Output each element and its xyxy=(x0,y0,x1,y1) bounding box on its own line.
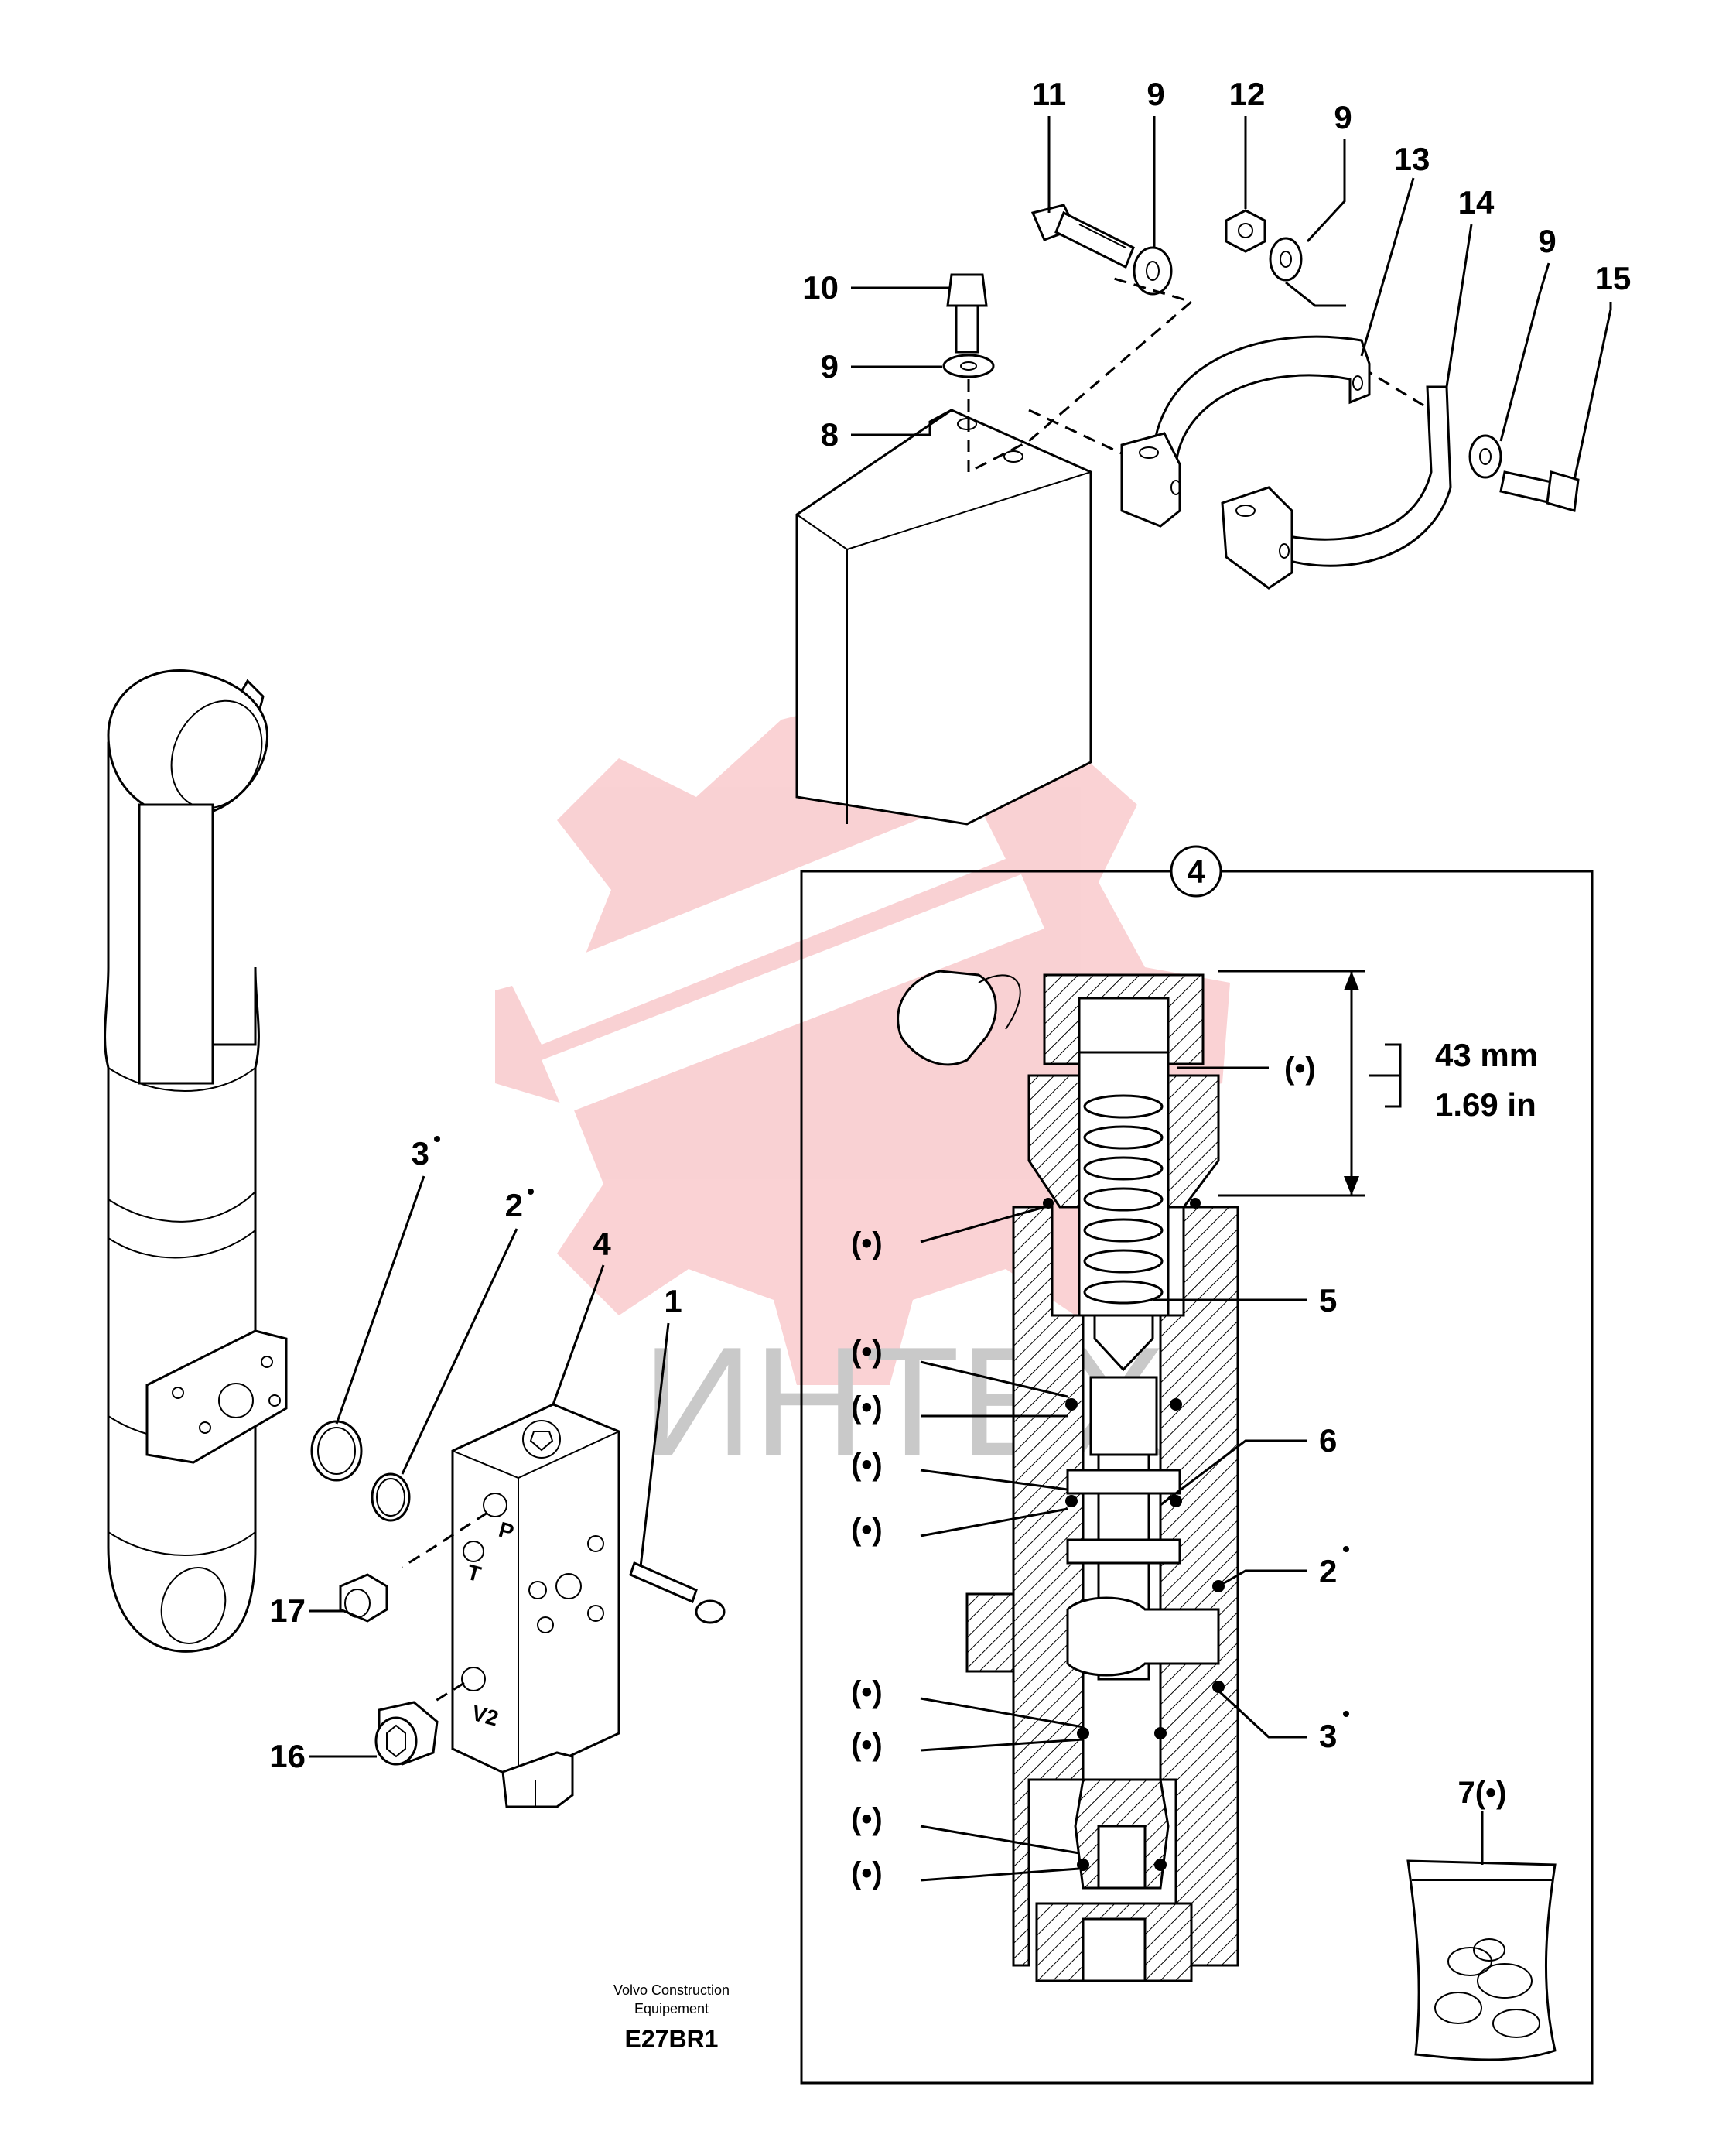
callout-7: 7(•) xyxy=(1458,1776,1507,1810)
callout-9d: 9 xyxy=(821,348,839,385)
clamp-13 xyxy=(1120,335,1371,528)
detail-4-badge xyxy=(1170,845,1222,898)
washer-9d xyxy=(942,354,995,378)
bolt-11 xyxy=(1030,204,1135,269)
nut-12 xyxy=(1225,209,1266,253)
seal-mark-2: (•) xyxy=(851,1226,883,1260)
o-ring-2 xyxy=(371,1472,411,1522)
plug-17 xyxy=(339,1573,388,1623)
callout-9c: 9 xyxy=(1538,223,1556,259)
callout-3: 3 xyxy=(412,1135,429,1171)
drawing-code: E27BR1 xyxy=(625,2025,719,2053)
callout-2-detail: 2 xyxy=(1319,1553,1337,1589)
maker-line-2: Equipement xyxy=(634,2001,709,2016)
seal-mark-8: (•) xyxy=(851,1728,883,1762)
callout-14: 14 xyxy=(1458,184,1495,221)
callout-5: 5 xyxy=(1319,1282,1337,1319)
callout-10: 10 xyxy=(802,269,839,306)
seal-mark-10: (•) xyxy=(851,1856,883,1890)
clamp-14 xyxy=(1221,385,1452,590)
washer-9c xyxy=(1468,434,1502,479)
washer-9a xyxy=(1133,246,1173,296)
callout-11: 11 xyxy=(1032,76,1066,112)
valve-block-4 xyxy=(451,1403,620,1808)
callout-4: 4 xyxy=(593,1226,611,1262)
callout-17: 17 xyxy=(269,1592,306,1629)
callout-16: 16 xyxy=(269,1738,306,1774)
seal-mark-1: (•) xyxy=(1284,1052,1316,1086)
watermark-text: ИНТЕХ xyxy=(642,1315,1166,1488)
plug-16 xyxy=(374,1701,439,1766)
seal-mark-7: (•) xyxy=(851,1675,883,1709)
callout-3-detail: 3 xyxy=(1319,1718,1337,1754)
seal-mark-6: (•) xyxy=(851,1513,883,1547)
callout-8: 8 xyxy=(821,416,839,453)
seal-mark-9: (•) xyxy=(851,1802,883,1836)
o-ring-3 xyxy=(310,1420,363,1482)
callout-13: 13 xyxy=(1394,141,1430,177)
callout-9b: 9 xyxy=(1334,99,1352,135)
seal-kit-bag-7 xyxy=(1406,1859,1557,2061)
callout-1: 1 xyxy=(664,1283,682,1319)
tag-ring xyxy=(897,970,1021,1066)
maker-line-1: Volvo Construction xyxy=(613,1982,730,1998)
cylinder-arm xyxy=(104,669,288,1653)
bolt-10 xyxy=(946,273,988,354)
detail-4-label: 4 xyxy=(1187,853,1205,890)
seal-mark-3: (•) xyxy=(851,1335,883,1369)
callout-15: 15 xyxy=(1595,260,1632,296)
seal-mark-5: (•) xyxy=(851,1448,883,1482)
assembly-line-plug17 xyxy=(402,1511,488,1568)
assembly-line-plug16 xyxy=(432,1681,465,1704)
screw-1 xyxy=(629,1561,726,1624)
dimension-metric: 43 mm xyxy=(1435,1037,1538,1073)
washer-9b xyxy=(1269,237,1303,282)
cover-8 xyxy=(795,409,1092,826)
callout-2: 2 xyxy=(505,1187,523,1223)
assembly-line-a xyxy=(967,277,1194,474)
callout-9a: 9 xyxy=(1147,76,1164,112)
callout-6: 6 xyxy=(1319,1422,1337,1459)
callout-12: 12 xyxy=(1229,76,1266,112)
seal-mark-4: (•) xyxy=(851,1390,883,1425)
dimension-imperial: 1.69 in xyxy=(1435,1086,1536,1123)
bolt-15 xyxy=(1499,470,1580,512)
